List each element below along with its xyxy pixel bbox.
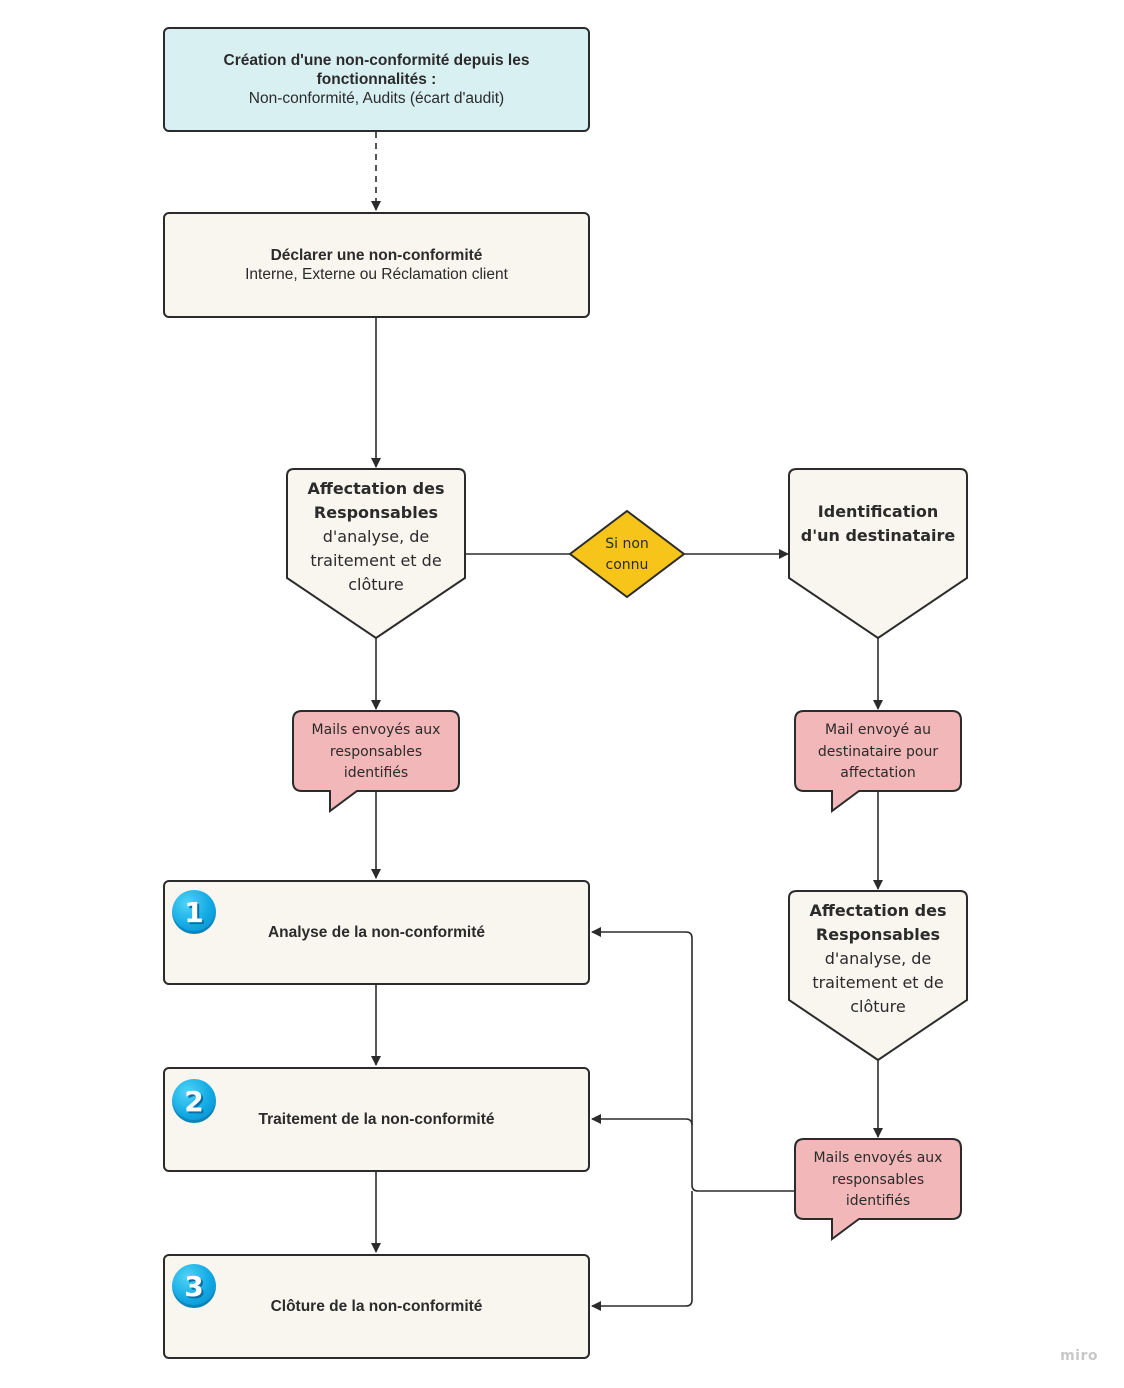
declarer-title: Déclarer une non-conformité xyxy=(270,247,483,264)
creation-box[interactable]: Création d'une non-conformité depuis les… xyxy=(163,27,590,132)
mail-dest-bubble[interactable] xyxy=(794,710,962,813)
connector-mail-to-cloture xyxy=(591,1191,693,1311)
decision-diamond[interactable] xyxy=(568,509,686,599)
step-2-badge-icon: 2 xyxy=(172,1079,216,1123)
step-3-number: 3 xyxy=(184,1270,204,1303)
miro-watermark: miro xyxy=(1060,1348,1098,1364)
mail-left-bubble[interactable] xyxy=(292,710,460,813)
affectation-right-subtitle: d'analyse, de traitement et de clôture xyxy=(812,949,944,1016)
affectation-left-title: Affectation des Responsables xyxy=(307,479,445,522)
step-1-number: 1 xyxy=(184,896,204,929)
step-traitement-title: Traitement de la non-conformité xyxy=(258,1111,495,1128)
step-analyse-box[interactable]: Analyse de la non-conformité xyxy=(163,880,590,985)
identification-text: Identification d'un destinataire xyxy=(798,500,958,548)
creation-title: Création d'une non-conformité depuis les… xyxy=(223,52,530,88)
affectation-right-text: Affectation des Responsables d'analyse, … xyxy=(798,899,958,1019)
mail-left-text: Mails envoyés aux responsables identifié… xyxy=(311,722,441,781)
declarer-box[interactable]: Déclarer une non-conformité Interne, Ext… xyxy=(163,212,590,318)
identification-shape[interactable] xyxy=(788,468,968,640)
step-cloture-box[interactable]: Clôture de la non-conformité xyxy=(163,1254,590,1359)
step-cloture-title: Clôture de la non-conformité xyxy=(270,1298,483,1315)
step-1-badge-icon: 1 xyxy=(172,890,216,934)
declarer-subtitle: Interne, Externe ou Réclamation client xyxy=(245,266,508,283)
step-3-badge-icon: 3 xyxy=(172,1264,216,1308)
step-analyse-title: Analyse de la non-conformité xyxy=(267,924,486,941)
affectation-left-subtitle: d'analyse, de traitement et de clôture xyxy=(310,527,442,594)
mail-right-text: Mails envoyés aux responsables identifié… xyxy=(813,1150,943,1209)
connector-mail-to-analyse xyxy=(591,927,795,1192)
step-2-number: 2 xyxy=(184,1085,204,1118)
creation-subtitle: Non-conformité, Audits (écart d'audit) xyxy=(248,90,505,107)
mail-dest-text: Mail envoyé au destinataire pour affecta… xyxy=(817,722,939,781)
affectation-right-title: Affectation des Responsables xyxy=(809,901,947,944)
affectation-right-shape[interactable] xyxy=(788,890,968,1062)
mail-right-bubble[interactable] xyxy=(794,1138,962,1241)
affectation-left-text: Affectation des Responsables d'analyse, … xyxy=(296,477,456,597)
affectation-left-shape[interactable] xyxy=(286,468,466,640)
step-traitement-box[interactable]: Traitement de la non-conformité xyxy=(163,1067,590,1172)
identification-title: Identification d'un destinataire xyxy=(800,502,956,545)
connector-mail-to-traitement xyxy=(591,1114,693,1126)
decision-label: Si non connu xyxy=(605,536,649,573)
